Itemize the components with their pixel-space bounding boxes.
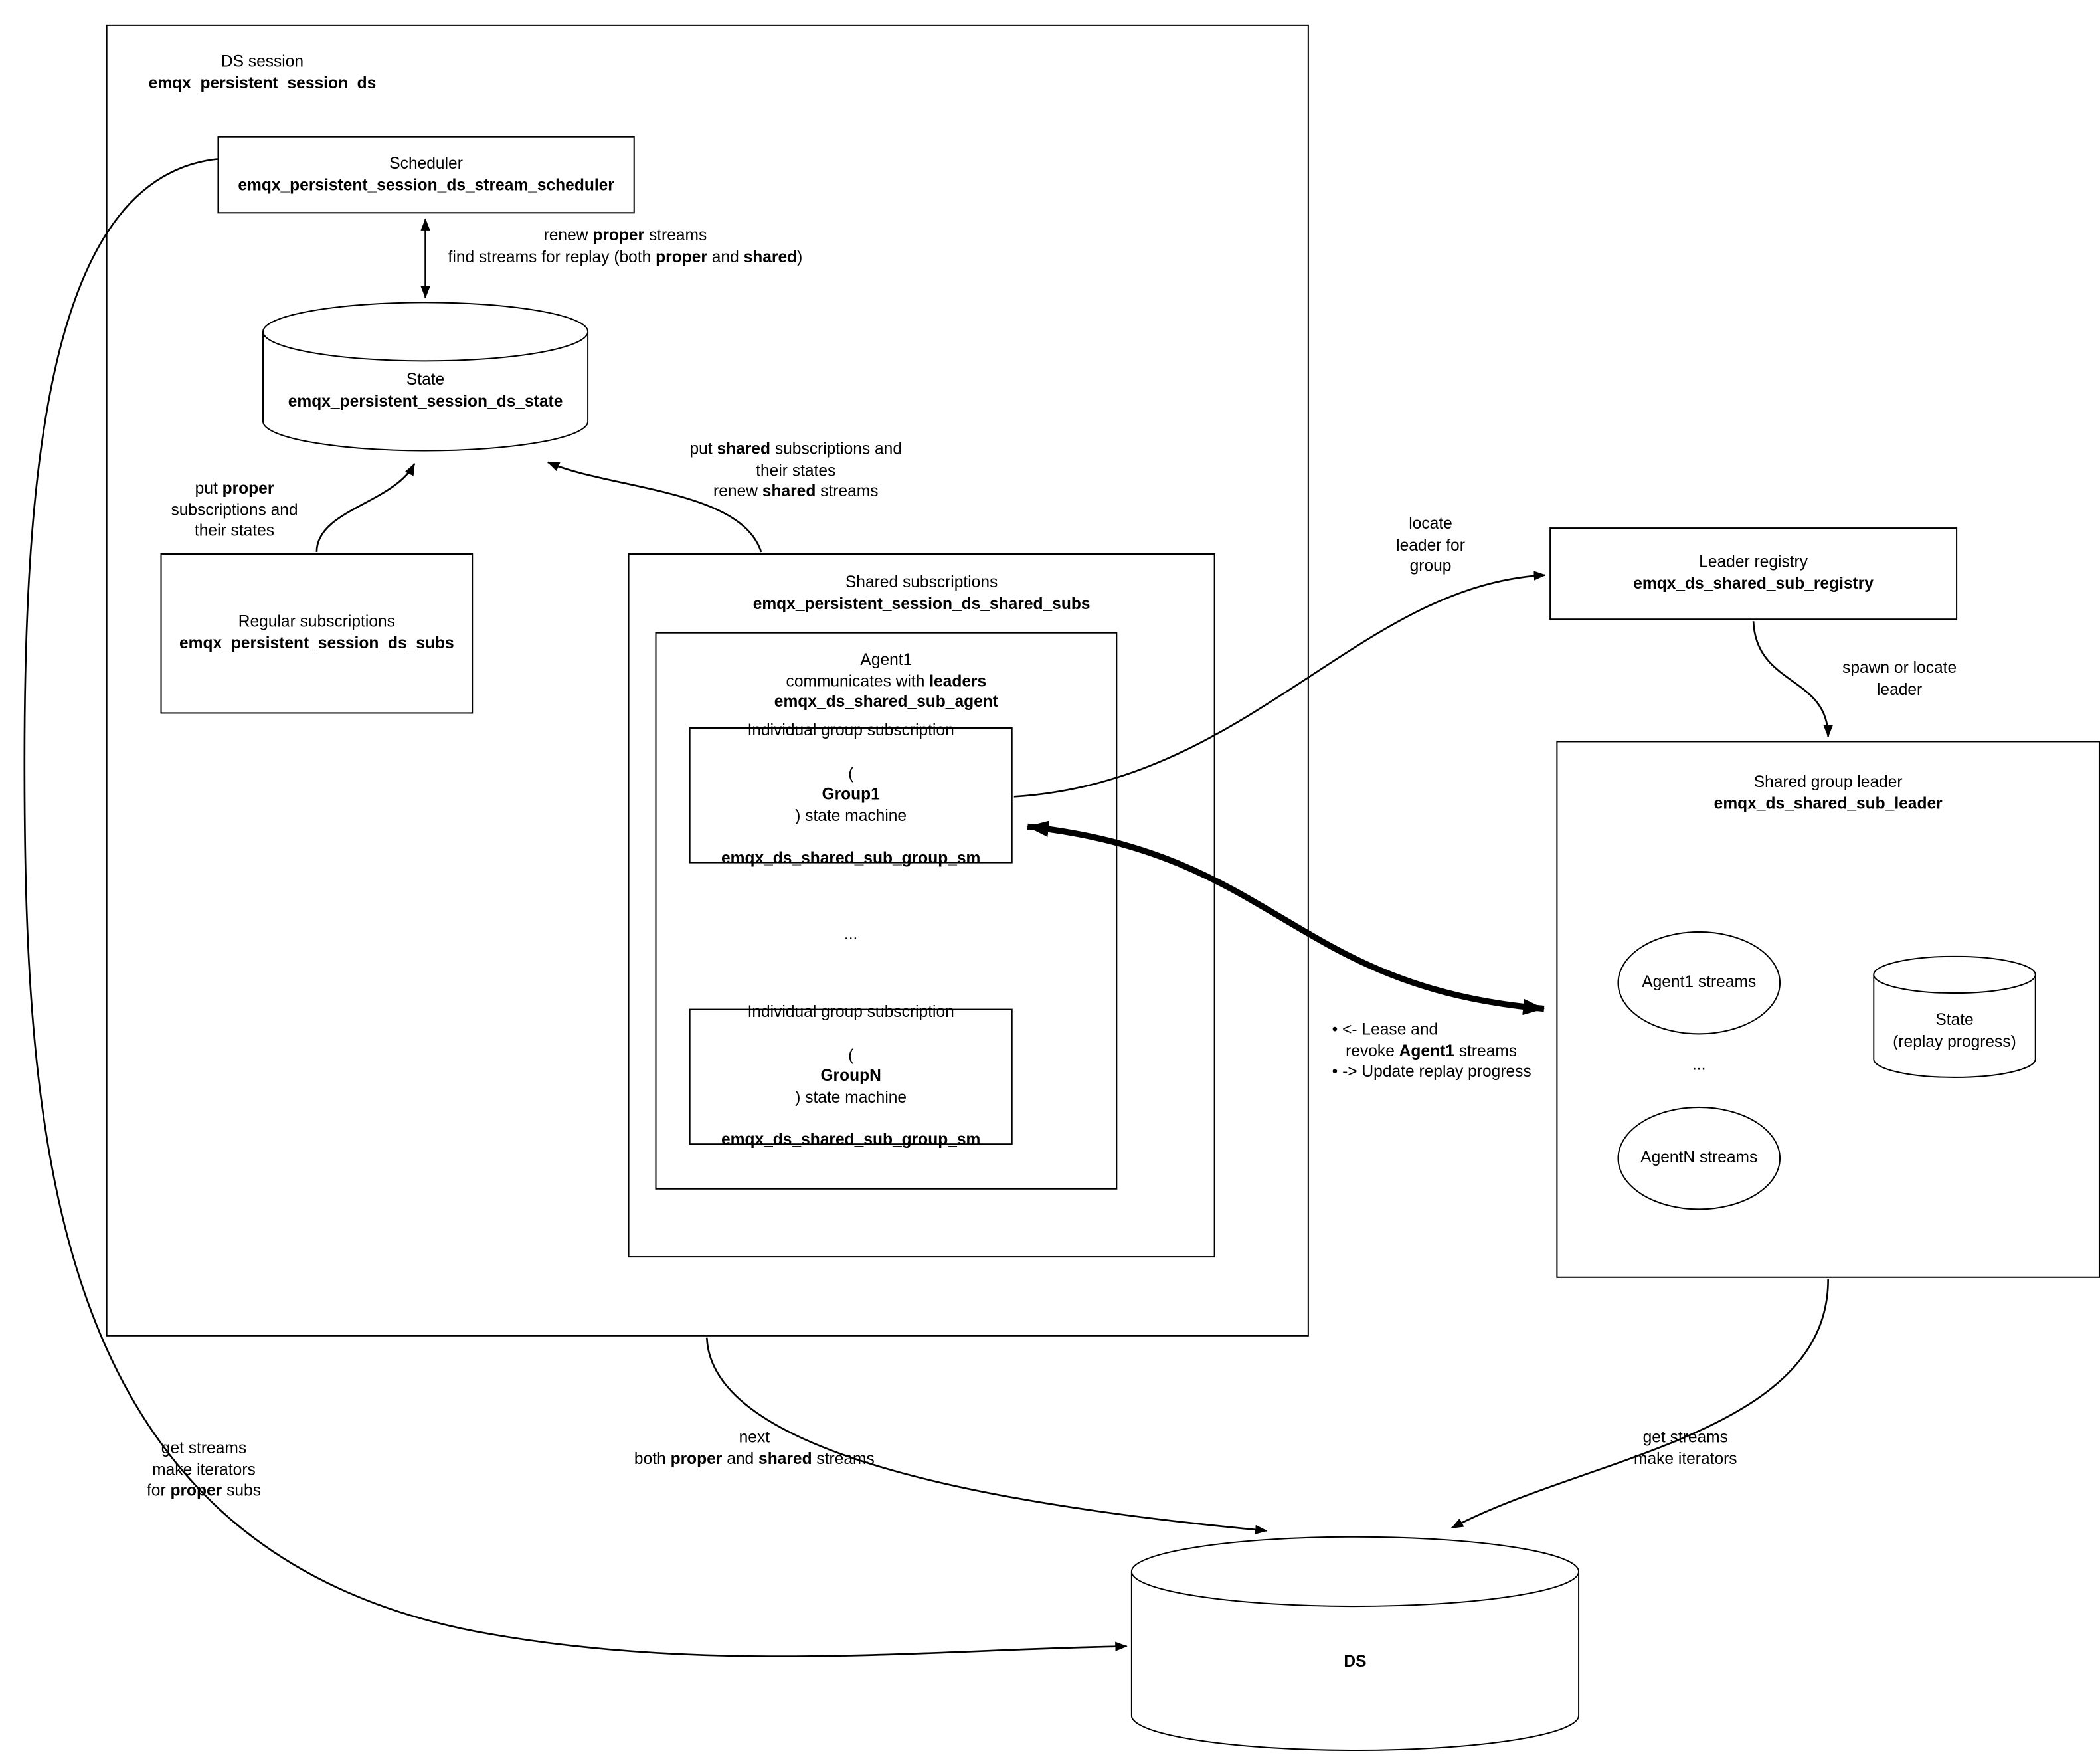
regular-subscriptions-box: Regular subscriptions emqx_persistent_se… — [160, 553, 474, 714]
group1-sm-box: Individual group subscription(Group1) st… — [689, 721, 1013, 868]
label-lease-revoke: • <- Lease and revoke Agent1 streams• ->… — [1332, 1019, 1531, 1081]
ds-cylinder: DS — [1130, 1536, 1580, 1752]
replay-state-label: State(replay progress) — [1893, 1010, 2016, 1051]
leader-registry-title: Leader registry — [1699, 552, 1808, 572]
groupn-sm-box: Individual group subscription(GroupN) st… — [689, 1002, 1013, 1149]
agentn-streams-ellipse: AgentN streams — [1617, 1106, 1781, 1210]
ds-session-title: DS session — [220, 51, 304, 71]
replay-state-cylinder: State(replay progress) — [1873, 955, 2036, 1078]
ds-label: DS — [1344, 1651, 1367, 1671]
agent-groups-ellipsis: ... — [843, 924, 858, 944]
ds-session-module: emqx_persistent_session_ds — [148, 72, 377, 92]
state-cylinder-label: State emqx_persistent_session_ds_state — [262, 370, 588, 413]
shared-subscriptions-module: emqx_persistent_session_ds_shared_subs — [752, 593, 1091, 613]
shared-group-leader-module: emqx_ds_shared_sub_leader — [1713, 793, 1943, 813]
arrow-leader-to-ds — [1450, 1279, 1830, 1529]
replay-state-cylinder-shape — [1873, 955, 2036, 1078]
shared-subscriptions-title: Shared subscriptions — [845, 572, 998, 592]
ds-session-label: DS session emqx_persistent_session_ds — [106, 52, 419, 94]
leader-streams-ellipsis: ... — [1692, 1055, 1706, 1074]
scheduler-module: emqx_persistent_session_ds_stream_schedu… — [238, 174, 614, 194]
leader-registry-module: emqx_ds_shared_sub_registry — [1633, 573, 1874, 593]
leader-registry-box: Leader registry emqx_ds_shared_sub_regis… — [1549, 527, 1958, 620]
state-title: State — [406, 369, 445, 389]
shared-group-leader-label: Shared group leader emqx_ds_shared_sub_l… — [1557, 772, 2099, 814]
shared-group-leader-title: Shared group leader — [1753, 772, 1903, 792]
regular-subscriptions-module: emqx_persistent_session_ds_subs — [179, 633, 454, 653]
scheduler-title: Scheduler — [389, 153, 463, 173]
ds-cylinder-shape — [1130, 1536, 1580, 1752]
agent1-streams-ellipse: Agent1 streams — [1617, 931, 1781, 1035]
state-module: emqx_persistent_session_ds_state — [288, 391, 563, 411]
state-cylinder: State emqx_persistent_session_ds_state — [262, 302, 589, 452]
shared-subscriptions-label: Shared subscriptions emqx_persistent_ses… — [630, 573, 1214, 615]
scheduler-box: Scheduler emqx_persistent_session_ds_str… — [217, 136, 635, 214]
regular-subscriptions-title: Regular subscriptions — [238, 612, 395, 632]
